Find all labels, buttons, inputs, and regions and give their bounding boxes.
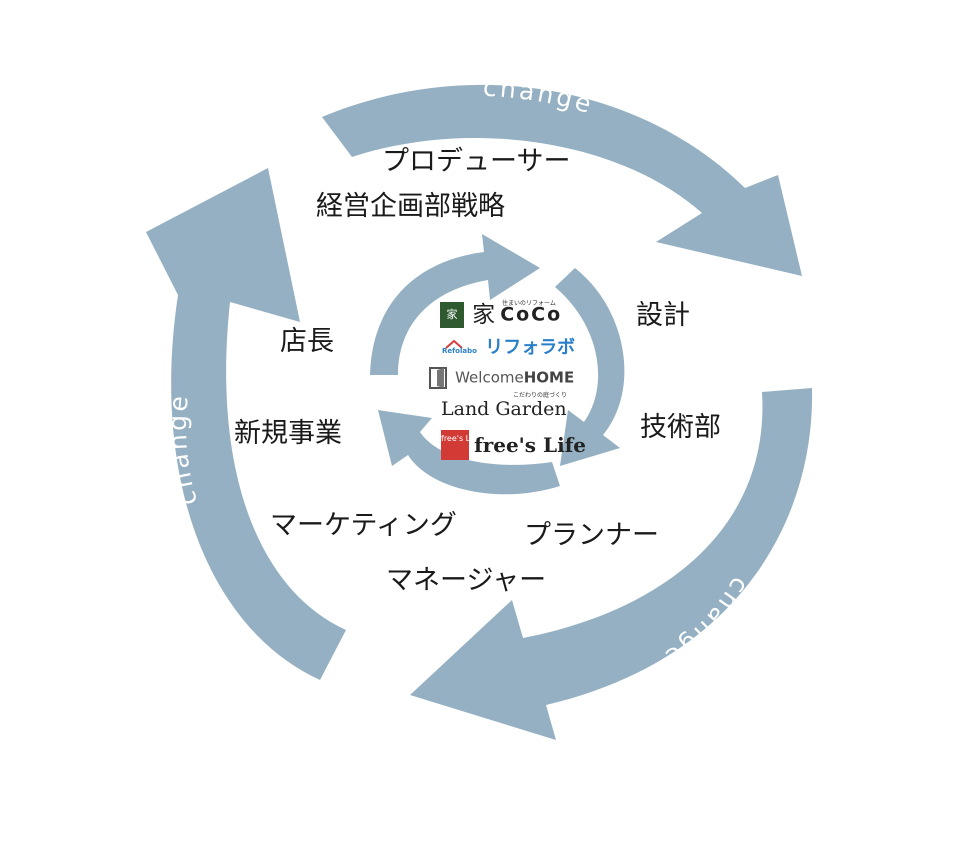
refolabo-icon-text: Refolabo [442,347,477,355]
role-store-manager: 店長 [280,326,334,357]
role-marketing: マーケティング [270,510,457,541]
inner-arrow-right [555,268,625,466]
house-icon [445,339,463,349]
role-tech: 技術部 [640,412,721,443]
outer-arrow-top-body [322,84,802,276]
role-manager: マネージャー [386,565,547,596]
inner-arrow-top [370,234,540,375]
land-garden-tagline: こだわりの庭づくり [513,392,568,399]
outer-arrow-top: change [322,73,802,276]
logo-iecoco: 家 家 CoCo 住まいのリフォーム [440,300,563,328]
role-planner: プランナー [524,520,659,551]
outer-arrow-right-body [410,388,813,740]
outer-arrow-left-body [146,168,346,680]
iecoco-icon: 家 [440,302,464,328]
refolabo-name: リフォラボ [485,337,576,358]
iecoco-latin: CoCo [500,303,563,326]
frees-life-name: free's Life [474,433,587,457]
role-producer: プロデューサー [382,146,571,177]
inner-arrow-bottom [378,410,560,495]
logo-welcome-home: WelcomeHOME [428,366,574,390]
frees-life-icon: free's Life [441,430,480,460]
welcome-home-name-b: HOME [523,368,575,387]
logo-refolabo: Refolabo リフォラボ [442,339,575,357]
refolabo-icon: Refolabo [442,339,480,357]
iecoco-name: 家 [472,301,496,328]
iecoco-tagline: 住まいのリフォーム [502,300,556,307]
welcome-home-name-a: Welcome [455,368,524,387]
role-design: 設計 [636,300,690,331]
logo-land-garden: Land Garden こだわりの庭づくり [441,393,567,420]
inner-cycle [370,234,625,495]
role-new-business: 新規事業 [234,418,342,449]
logo-frees-life: free's Life free's Life [441,430,586,460]
land-garden-name: Land Garden [441,398,567,420]
door-icon [429,367,447,389]
role-strategy: 経営企画部戦略 [316,191,505,222]
